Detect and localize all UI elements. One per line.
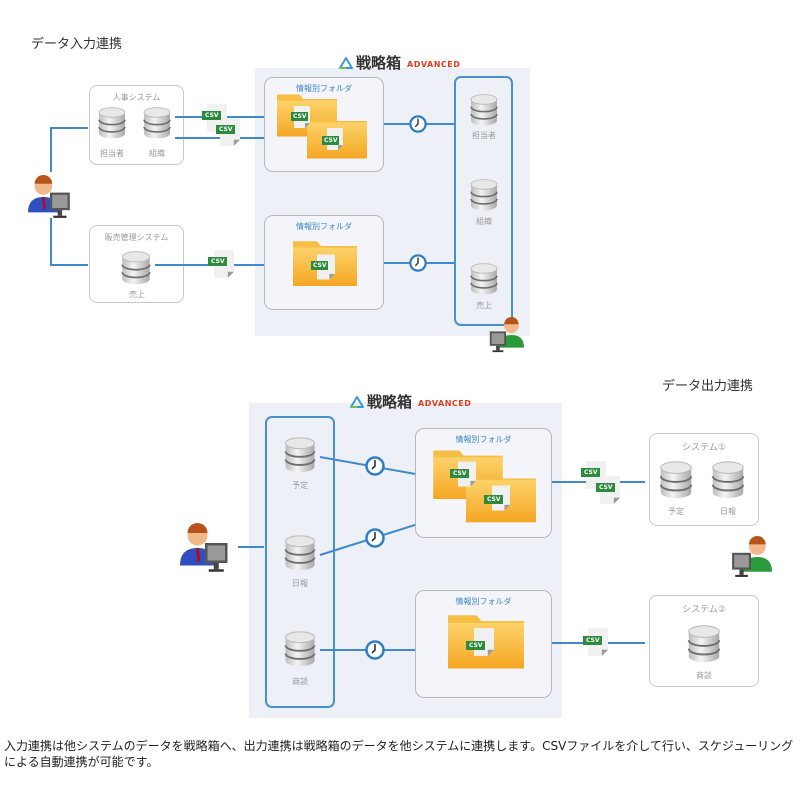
clock-icon <box>365 640 385 660</box>
folder-box-title: 情報別フォルダ <box>296 84 352 93</box>
output-section-title: データ出力連携 <box>662 379 754 394</box>
hr-system-box: 人事システム 担当者 組織 <box>89 85 184 165</box>
sales-system-title: 販売管理システム <box>104 233 169 242</box>
csv-badge: CSV <box>291 112 309 121</box>
clock-icon <box>365 456 385 476</box>
db-label: 売上 <box>129 290 145 299</box>
csv-badge: CSV <box>466 641 486 650</box>
db-label: 組織 <box>476 217 492 226</box>
csv-badge: CSV <box>583 636 603 645</box>
db-label: 商談 <box>292 677 308 686</box>
folder-box-title: 情報別フォルダ <box>296 222 352 231</box>
csv-badge: CSV <box>484 495 504 504</box>
target-db-column: 担当者 組織 売上 <box>454 76 513 326</box>
db-label: 売上 <box>476 301 492 310</box>
db-label: 担当者 <box>472 131 496 140</box>
logo-name: 戦略箱 <box>356 54 402 72</box>
output-logo: 戦略箱 ADVANCED <box>350 391 471 412</box>
connector-line <box>50 264 88 266</box>
description-text: 入力連携は他システムのデータを戦略箱へ、出力連携は戦略箱のデータを他システムに連… <box>4 739 794 769</box>
db-label: 日報 <box>292 579 308 588</box>
connector-line <box>50 127 88 129</box>
logo-edition: ADVANCED <box>407 59 461 69</box>
csv-badge: CSV <box>202 111 222 120</box>
csv-badge: CSV <box>311 261 329 270</box>
db-label: 日報 <box>720 507 736 516</box>
info-folder-box: 情報別フォルダ CSV CSV <box>415 428 552 538</box>
folder-box-title: 情報別フォルダ <box>455 597 512 606</box>
system2-title: システム② <box>682 605 726 615</box>
clock-icon <box>365 528 385 548</box>
info-folder-box: 情報別フォルダ CSV CSV <box>264 77 384 172</box>
csv-badge: CSV <box>596 483 616 492</box>
db-label: 組織 <box>149 149 165 158</box>
csv-badge: CSV <box>581 468 601 477</box>
csv-badge: CSV <box>208 257 228 266</box>
folder-box-title: 情報別フォルダ <box>455 435 512 444</box>
input-section-title: データ入力連携 <box>31 37 123 52</box>
connector-line <box>175 137 305 139</box>
connector-line <box>50 218 52 265</box>
csv-badge: CSV <box>450 469 470 478</box>
csv-badge: CSV <box>322 136 340 145</box>
info-folder-box: 情報別フォルダ CSV <box>264 215 384 310</box>
system1-title: システム① <box>682 443 726 453</box>
source-db-column: 予定 日報 商談 <box>265 416 335 708</box>
database-icon <box>658 460 694 500</box>
system1-box: システム① 予定 日報 <box>649 433 759 526</box>
db-label: 担当者 <box>100 149 124 158</box>
logo-edition: ADVANCED <box>418 398 472 408</box>
input-logo: 戦略箱 ADVANCED <box>339 52 460 73</box>
logo-icon <box>350 395 364 408</box>
hr-system-title: 人事システム <box>112 93 161 102</box>
connector-line <box>175 116 290 118</box>
db-label: 予定 <box>292 481 308 490</box>
db-label: 商談 <box>696 671 712 680</box>
logo-icon <box>339 56 353 69</box>
database-icon <box>710 460 746 500</box>
user-with-pc-icon <box>730 536 772 578</box>
db-label: 予定 <box>668 507 684 516</box>
system2-box: システム② 商談 <box>649 595 759 687</box>
connector-line <box>50 127 52 172</box>
logo-name: 戦略箱 <box>367 393 413 411</box>
info-folder-box: 情報別フォルダ CSV <box>415 590 552 698</box>
csv-badge: CSV <box>216 125 236 134</box>
database-icon <box>686 624 722 664</box>
connector-line <box>238 546 264 548</box>
